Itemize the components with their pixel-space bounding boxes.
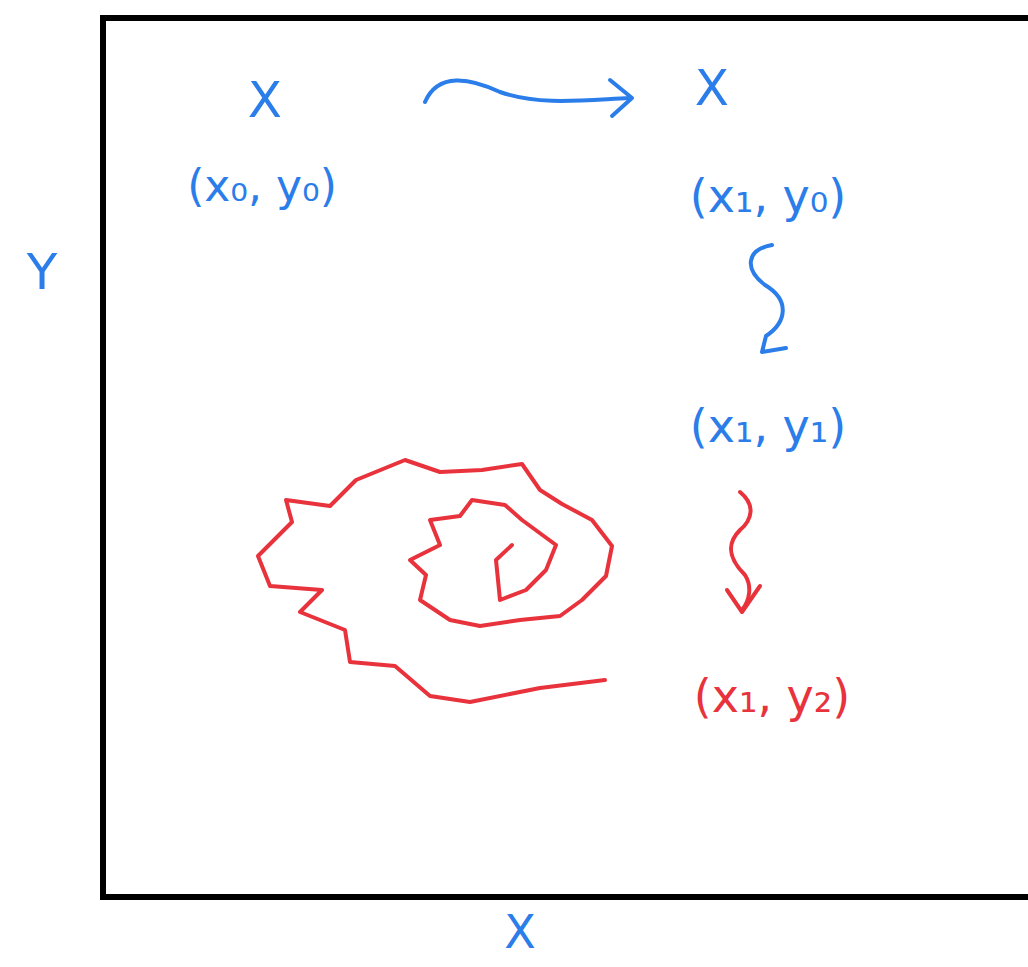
coordinate-label: (x₀, y₀) [187, 162, 337, 210]
move-arrow [425, 80, 630, 102]
arrow-head [610, 80, 632, 116]
point-marker: X [248, 73, 282, 128]
move-arrow [751, 245, 786, 352]
axis-label: X [504, 907, 536, 958]
arrow-head [727, 586, 760, 612]
coordinate-label: (x₁, y₀) [690, 171, 846, 222]
plot-frame [103, 18, 1028, 897]
axis-label: Y [27, 245, 58, 300]
coordinate-label: (x₁, y₂) [694, 671, 850, 722]
spiral-scribble [258, 460, 612, 702]
coordinate-label: (x₁, y₁) [690, 401, 846, 452]
point-marker: X [695, 61, 729, 116]
move-arrow [731, 492, 751, 610]
